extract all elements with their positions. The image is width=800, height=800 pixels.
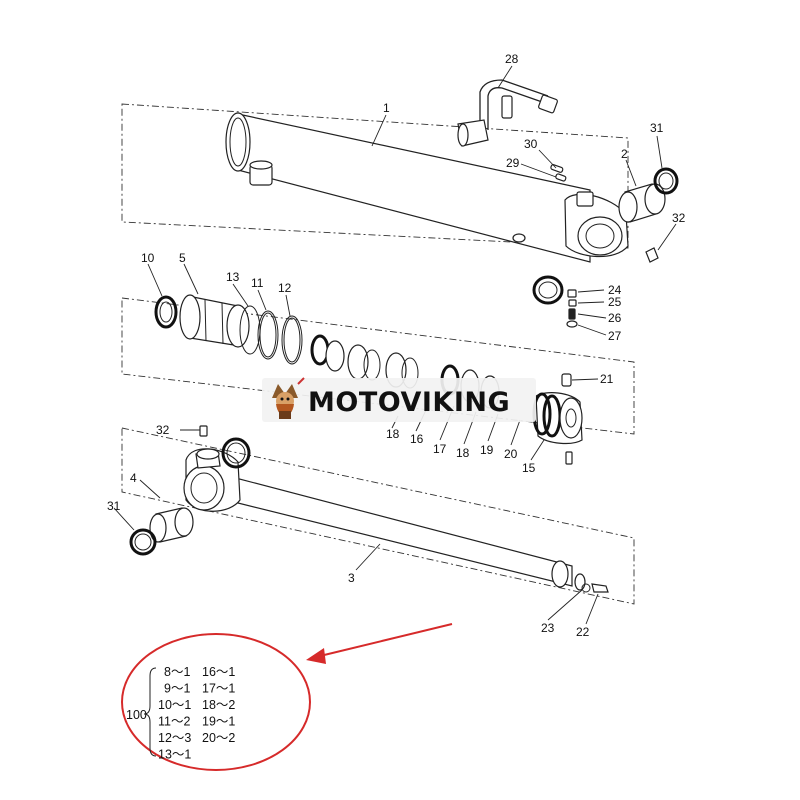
callout-2: 2 (621, 147, 628, 161)
kit-entry: 12〜3 (158, 731, 191, 745)
callout-26: 26 (608, 311, 622, 325)
callout-31-rod: 31 (107, 499, 121, 513)
callout-24: 24 (608, 283, 622, 297)
rod-seal-ring (221, 437, 251, 469)
piston-rod (183, 448, 586, 591)
grease-nipple-top (645, 247, 659, 263)
callout-32-rod: 32 (156, 423, 170, 437)
kit-entry: 11〜2 (158, 715, 190, 729)
kit-entry: 13〜1 (158, 748, 191, 762)
kit-rows: 8〜1 16〜1 9〜1 17〜1 10〜1 18〜2 11〜2 19〜1 12〜3 20〜2 13… (158, 665, 235, 762)
callout-11: 11 (251, 276, 264, 290)
piston-15 (532, 392, 583, 465)
kit-entry: 16〜1 (202, 665, 235, 679)
kit-entry: 10〜1 (158, 698, 191, 712)
pin-21 (561, 373, 572, 387)
seal-assembly-plane (121, 297, 635, 435)
callout-5: 5 (179, 251, 186, 265)
kit-entry: 9〜1 (164, 682, 190, 696)
callout-1: 1 (383, 101, 390, 115)
callout-18-a: 18 (386, 427, 400, 441)
dust-seal-top (653, 167, 679, 195)
leader-lines (113, 65, 677, 625)
grease-nipple-rod (199, 425, 208, 437)
o-ring-12 (281, 315, 303, 365)
viking-mascot-icon (272, 377, 305, 419)
brand-watermark: MOTOVIKING (262, 377, 536, 422)
o-ring-11 (257, 310, 279, 360)
dust-seal-rod (129, 528, 157, 556)
barrel-assembly-plane (121, 103, 629, 249)
highlight-arrow (306, 623, 453, 664)
callout-13: 13 (226, 270, 240, 284)
callout-10: 10 (141, 251, 155, 265)
callout-12: 12 (278, 281, 292, 295)
head-seal-ring (532, 275, 564, 305)
callout-25: 25 (608, 295, 622, 309)
callout-3: 3 (348, 571, 355, 585)
callout-30: 30 (524, 137, 538, 151)
kit-entry: 18〜2 (202, 698, 235, 712)
cylinder-barrel (225, 112, 629, 263)
kit-number: 100 (126, 708, 147, 722)
kit-entry: 19〜1 (202, 715, 235, 729)
rod-assembly-plane (121, 427, 635, 605)
kit-entry: 17〜1 (202, 682, 235, 696)
callout-31-top: 31 (650, 121, 664, 135)
highlight-circle (121, 633, 311, 771)
callout-32-top: 32 (672, 211, 686, 225)
callout-labels: 1 28 2 31 32 30 29 24 25 26 27 10 5 13 1… (107, 52, 686, 639)
callout-19: 19 (480, 443, 494, 457)
seal-kit-table: 100 8〜1 16〜1 9〜1 17〜1 10〜1 18〜2 11〜2 19〜1 12〜3 20… (126, 665, 235, 762)
callout-27: 27 (608, 329, 622, 343)
callout-22: 22 (576, 625, 590, 639)
bushing-rod (149, 507, 194, 543)
callout-17: 17 (433, 442, 447, 456)
callout-15: 15 (522, 461, 536, 475)
callout-20: 20 (504, 447, 518, 461)
callout-29: 29 (506, 156, 520, 170)
callout-23: 23 (541, 621, 555, 635)
callout-18-b: 18 (456, 446, 470, 460)
callout-28: 28 (505, 52, 519, 66)
pipe-bolts (550, 164, 567, 182)
brand-name: MOTOVIKING (308, 387, 510, 418)
callout-21: 21 (600, 372, 614, 386)
hydraulic-pipe (457, 79, 558, 147)
kit-entry: 8〜1 (164, 665, 190, 679)
bushing-top (618, 183, 666, 223)
rod-nut-parts (581, 583, 609, 593)
small-fittings (566, 289, 578, 328)
kit-entry: 20〜2 (202, 731, 235, 745)
callout-16: 16 (410, 432, 424, 446)
callout-4: 4 (130, 471, 137, 485)
cylinder-head-gland (179, 294, 250, 348)
seal-10 (154, 295, 178, 329)
